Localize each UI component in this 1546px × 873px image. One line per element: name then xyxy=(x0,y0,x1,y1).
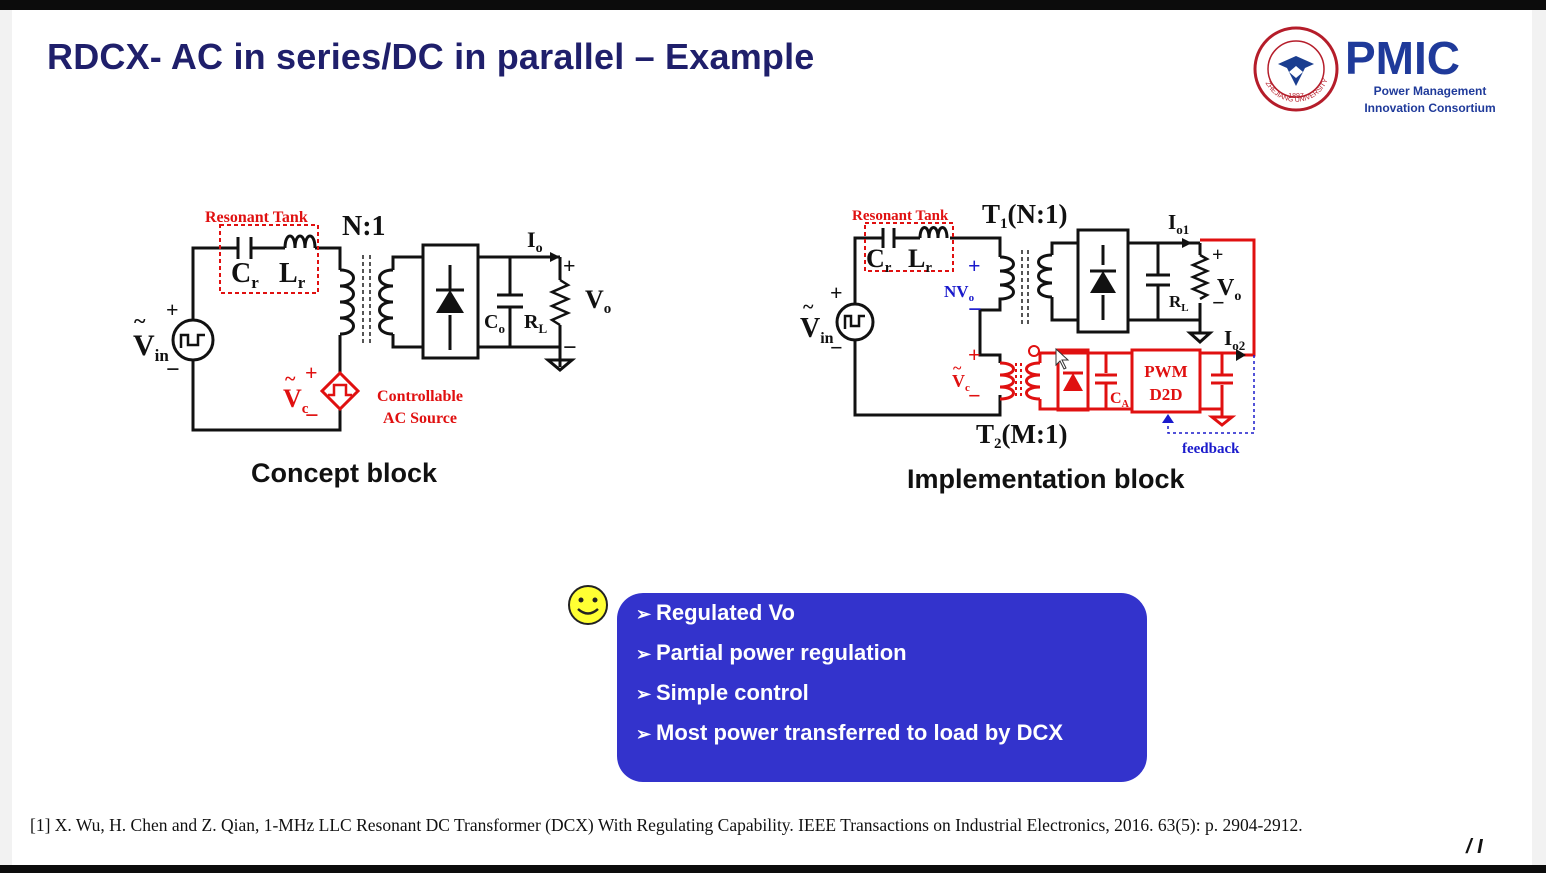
svg-text:Innovation Consortium: Innovation Consortium xyxy=(1364,101,1495,115)
svg-text:−: − xyxy=(563,335,577,361)
svg-text:NVo: NVo xyxy=(944,282,975,304)
concept-caption: Concept block xyxy=(251,458,438,488)
svg-text:RL: RL xyxy=(524,311,547,336)
top-bar xyxy=(0,0,1546,10)
feature-item: ➢Simple control xyxy=(636,680,809,705)
page-marker: / I xyxy=(1466,836,1483,858)
bottom-bar xyxy=(0,865,1546,873)
arrow-bullet-icon: ➢ xyxy=(636,724,652,744)
svg-text:Cr: Cr xyxy=(866,244,892,276)
svg-text:+: + xyxy=(1212,244,1223,266)
svg-text:+: + xyxy=(563,253,576,278)
svg-text:Controllable: Controllable xyxy=(377,388,463,405)
svg-text:Power Management: Power Management xyxy=(1374,84,1487,98)
svg-text:+: + xyxy=(305,360,318,385)
svg-text:D2D: D2D xyxy=(1149,385,1182,404)
svg-text:~: ~ xyxy=(953,360,962,377)
svg-text:~: ~ xyxy=(134,308,146,333)
svg-text:Io: Io xyxy=(527,227,543,256)
svg-text:+: + xyxy=(968,342,981,367)
svg-text:Io2: Io2 xyxy=(1224,326,1245,353)
implementation-circuit: Resonant Tank T1(N:1) Cr Lr Io1 + − Vo R… xyxy=(800,199,1256,457)
arrow-bullet-icon: ➢ xyxy=(636,644,652,664)
smiley-icon xyxy=(568,585,608,625)
reference-citation: [1] X. Wu, H. Chen and Z. Qian, 1-MHz LL… xyxy=(30,815,1303,835)
feature-item: ➢Regulated Vo xyxy=(636,600,795,625)
svg-text:feedback: feedback xyxy=(1182,441,1240,457)
svg-text:+: + xyxy=(968,253,981,278)
svg-text:Resonant Tank: Resonant Tank xyxy=(852,208,949,224)
svg-text:Vin: Vin xyxy=(133,329,169,365)
svg-text:1897: 1897 xyxy=(1288,93,1304,100)
svg-text:~: ~ xyxy=(803,296,814,318)
feature-item: ➢Partial power regulation xyxy=(636,640,907,665)
svg-text:RL: RL xyxy=(1169,292,1189,314)
svg-text:AC Source: AC Source xyxy=(383,410,457,427)
svg-text:~: ~ xyxy=(285,368,296,390)
svg-text:−: − xyxy=(166,357,180,383)
svg-text:Vc: Vc xyxy=(952,371,970,394)
implementation-caption: Implementation block xyxy=(907,464,1185,494)
svg-text:Co: Co xyxy=(484,311,505,336)
svg-text:Vo: Vo xyxy=(1217,275,1241,304)
svg-text:Lr: Lr xyxy=(908,244,932,276)
zju-seal-icon: 1897 ZHEJIANG UNIVERSITY xyxy=(1253,26,1339,112)
arrow-bullet-icon: ➢ xyxy=(636,684,652,704)
svg-text:Cr: Cr xyxy=(231,258,259,292)
svg-text:−: − xyxy=(305,403,319,429)
svg-text:PWM: PWM xyxy=(1144,362,1187,381)
svg-text:T2(M:1): T2(M:1) xyxy=(976,419,1067,452)
svg-text:Lr: Lr xyxy=(279,258,306,292)
concept-circuit: Resonant Tank N:1 Cr Lr Io + − Vo Co RL … xyxy=(133,209,611,432)
svg-text:−: − xyxy=(1212,290,1225,315)
svg-text:Resonant Tank: Resonant Tank xyxy=(205,209,308,226)
svg-text:CA: CA xyxy=(1110,390,1130,410)
svg-text:Vc: Vc xyxy=(283,384,309,417)
mouse-cursor-icon xyxy=(1055,347,1070,370)
slide-title: RDCX- AC in series/DC in parallel – Exam… xyxy=(47,36,815,77)
svg-text:N:1: N:1 xyxy=(342,211,386,242)
svg-text:−: − xyxy=(968,383,981,408)
svg-text:Io1: Io1 xyxy=(1168,210,1189,237)
feature-box xyxy=(617,593,1147,782)
svg-text:−: − xyxy=(968,297,982,323)
svg-text:−: − xyxy=(830,335,843,360)
svg-text:PMIC: PMIC xyxy=(1345,32,1460,84)
feature-item: ➢Most power transferred to load by DCX xyxy=(636,720,1064,745)
arrow-bullet-icon: ➢ xyxy=(636,604,652,624)
svg-text:Vo: Vo xyxy=(585,285,611,317)
svg-text:+: + xyxy=(830,280,843,305)
svg-text:T1(N:1): T1(N:1) xyxy=(982,199,1068,232)
svg-text:Vin: Vin xyxy=(800,313,834,347)
svg-text:+: + xyxy=(166,297,179,322)
pmic-logo: 1897 ZHEJIANG UNIVERSITY PMIC Power Mana… xyxy=(1253,26,1496,115)
